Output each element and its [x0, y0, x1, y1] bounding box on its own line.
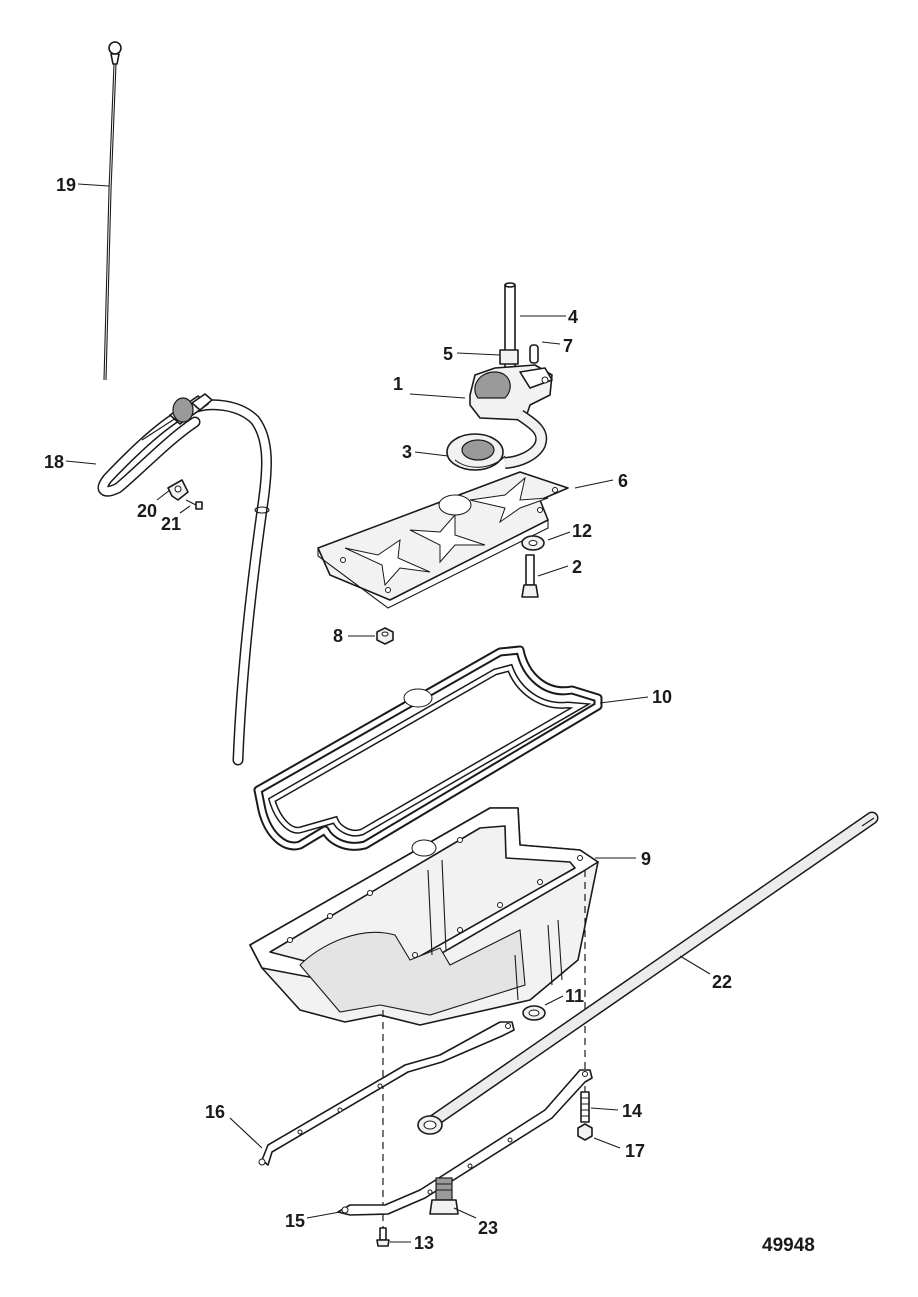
shaft-sleeve	[499, 349, 519, 365]
callout-20: 20	[137, 501, 157, 521]
callout-14: 14	[622, 1101, 642, 1121]
callout-17: 17	[625, 1141, 645, 1161]
tray-nut	[376, 627, 394, 645]
washer	[521, 535, 545, 551]
oil-pump	[469, 364, 553, 469]
callout-15: 15	[285, 1211, 305, 1231]
side-gasket-upper	[258, 1021, 515, 1166]
callout-16: 16	[205, 1102, 225, 1122]
side-gasket-lower	[337, 1069, 593, 1216]
figure-number: 49948	[762, 1235, 815, 1256]
pickup-screen	[446, 433, 506, 471]
drain-hose	[417, 811, 879, 1135]
callout-1: 1	[393, 374, 403, 394]
callout-13: 13	[414, 1233, 434, 1253]
callout-5: 5	[443, 344, 453, 364]
dipstick	[103, 41, 122, 381]
callouts: 19 18 20 21 1 3 5 4 7 6 12 2 8 10 9 11 2…	[44, 175, 732, 1253]
callout-9: 9	[641, 849, 651, 869]
stud-nut	[577, 1123, 593, 1141]
callout-22: 22	[712, 972, 732, 992]
roll-pin	[529, 344, 539, 364]
callout-8: 8	[333, 626, 343, 646]
callout-4: 4	[568, 307, 578, 327]
drain-fitting	[429, 1177, 459, 1215]
leader-lines	[65, 183, 711, 1243]
tray-bolt	[521, 554, 539, 598]
stud	[580, 1091, 590, 1123]
dipstick-tube	[97, 393, 272, 766]
callout-6: 6	[618, 471, 628, 491]
oil-pan	[249, 807, 599, 1026]
tube-clip	[167, 479, 189, 501]
callout-7: 7	[563, 336, 573, 356]
callout-2: 2	[572, 557, 582, 577]
callout-3: 3	[402, 442, 412, 462]
gasket-screw	[376, 1227, 390, 1247]
callout-12: 12	[572, 521, 592, 541]
callout-19: 19	[56, 175, 76, 195]
callout-23: 23	[478, 1218, 498, 1238]
drain-plug-gasket	[522, 1005, 546, 1021]
callout-11: 11	[565, 986, 584, 1006]
callout-18: 18	[44, 452, 64, 472]
clip-screw	[185, 499, 203, 510]
windage-tray	[317, 471, 569, 609]
oil-pan-gasket	[253, 645, 603, 851]
callout-21: 21	[161, 514, 181, 534]
callout-10: 10	[652, 687, 672, 707]
